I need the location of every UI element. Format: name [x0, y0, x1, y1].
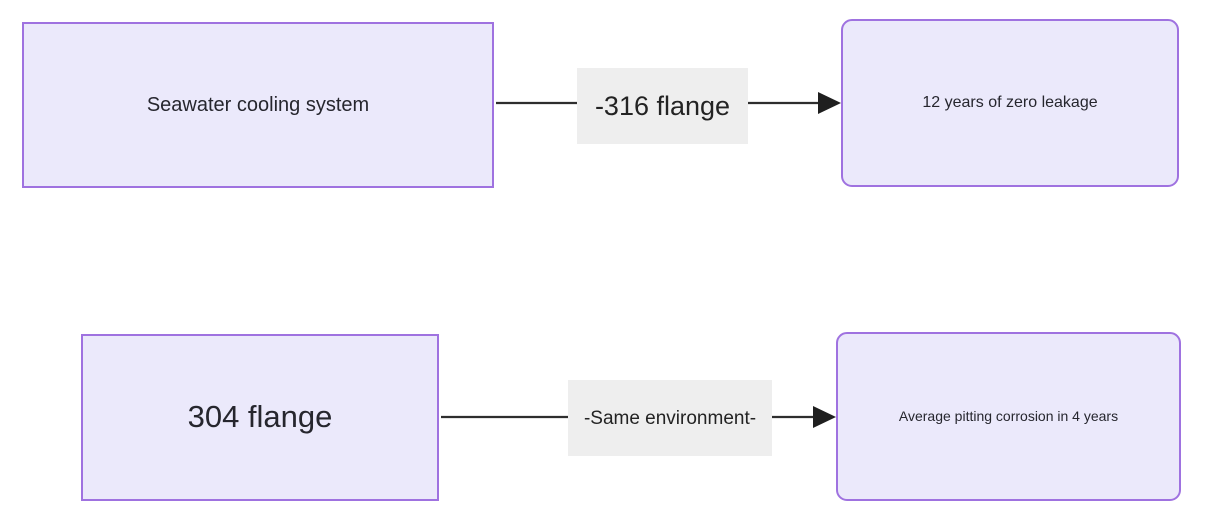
edge-label-316-flange[interactable]: -316 flange: [577, 68, 748, 144]
node-label: Average pitting corrosion in 4 years: [898, 408, 1119, 425]
node-label: 12 years of zero leakage: [922, 93, 1098, 111]
edge-label-text: -Same environment-: [583, 407, 757, 429]
node-seawater-cooling-system[interactable]: Seawater cooling system: [22, 22, 494, 188]
node-label: Seawater cooling system: [146, 94, 370, 116]
edge-bottom-arrow-head-icon: [813, 406, 836, 428]
node-label: 304 flange: [187, 399, 333, 435]
node-12-years-of-zero-leakage[interactable]: 12 years of zero leakage: [841, 19, 1179, 187]
edge-top-arrow-head-icon: [818, 92, 841, 114]
node-304-flange[interactable]: 304 flange: [81, 334, 439, 501]
edge-label-text: -316 flange: [594, 90, 731, 121]
node-average-pitting-corrosion[interactable]: Average pitting corrosion in 4 years: [836, 332, 1181, 501]
edge-label-same-environment[interactable]: -Same environment-: [568, 380, 772, 456]
